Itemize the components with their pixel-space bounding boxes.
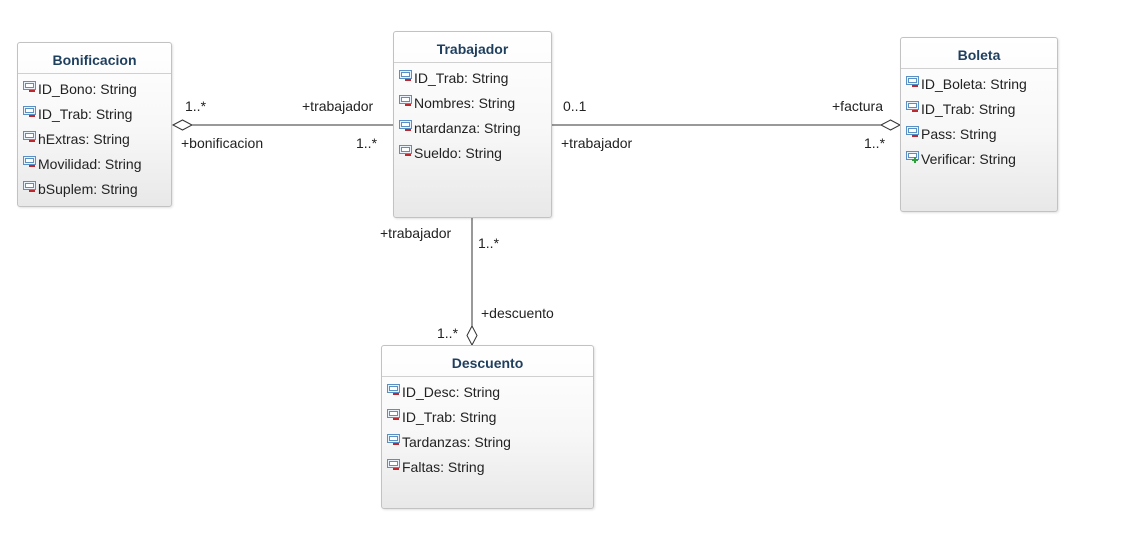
attribute-row[interactable]: ID_Bono: String bbox=[18, 77, 171, 102]
role-label-bonificacion: +bonificacion bbox=[181, 135, 264, 151]
private-attribute-icon bbox=[23, 177, 37, 201]
attribute-text: ID_Desc: String bbox=[402, 384, 501, 400]
attribute-row[interactable]: hExtras: String bbox=[18, 127, 171, 152]
attribute-text: ntardanza: String bbox=[414, 120, 521, 136]
attribute-row[interactable]: ntardanza: String bbox=[394, 116, 551, 141]
multiplicity-boleta-end: 1..* bbox=[864, 135, 886, 151]
attribute-text: ID_Boleta: String bbox=[921, 76, 1027, 92]
attribute-text: Tardanzas: String bbox=[402, 434, 511, 450]
role-label-trabajador-left: +trabajador bbox=[302, 98, 374, 114]
private-attribute-icon bbox=[399, 141, 413, 165]
multiplicity-trabajador-bottom: 1..* bbox=[478, 235, 500, 251]
attribute-row[interactable]: Nombres: String bbox=[394, 91, 551, 116]
attribute-text: hExtras: String bbox=[38, 131, 130, 147]
attribute-row[interactable]: ID_Trab: String bbox=[394, 66, 551, 91]
attribute-row[interactable]: ID_Boleta: String bbox=[901, 72, 1057, 97]
attribute-row[interactable]: ID_Trab: String bbox=[901, 97, 1057, 122]
private-attribute-icon bbox=[399, 66, 413, 90]
role-label-factura: +factura bbox=[832, 98, 883, 114]
private-attribute-icon bbox=[906, 97, 920, 121]
attribute-text: ID_Trab: String bbox=[921, 101, 1016, 117]
private-attribute-icon bbox=[387, 455, 401, 479]
attribute-text: ID_Trab: String bbox=[414, 70, 509, 86]
attribute-row[interactable]: Faltas: String bbox=[382, 455, 593, 480]
class-title-descuento: Descuento bbox=[382, 346, 593, 377]
attribute-row[interactable]: Pass: String bbox=[901, 122, 1057, 147]
role-label-descuento: +descuento bbox=[481, 305, 554, 321]
attribute-row[interactable]: ID_Trab: String bbox=[18, 102, 171, 127]
attribute-text: ID_Bono: String bbox=[38, 81, 137, 97]
attribute-text: bSuplem: String bbox=[38, 181, 138, 197]
attribute-row[interactable]: Tardanzas: String bbox=[382, 430, 593, 455]
private-attribute-icon bbox=[23, 127, 37, 151]
attribute-text: ID_Trab: String bbox=[402, 409, 497, 425]
private-attribute-icon bbox=[399, 116, 413, 140]
attribute-row[interactable]: ID_Desc: String bbox=[382, 380, 593, 405]
attribute-text: Movilidad: String bbox=[38, 156, 142, 172]
multiplicity-bonificacion-end: 1..* bbox=[185, 98, 207, 114]
private-attribute-icon bbox=[387, 430, 401, 454]
attribute-row[interactable]: Sueldo: String bbox=[394, 141, 551, 166]
public-attribute-icon bbox=[906, 147, 920, 171]
attribute-text: Pass: String bbox=[921, 126, 997, 142]
aggregation-diamond-bonificacion bbox=[171, 119, 194, 131]
attribute-row[interactable]: Verificar: String bbox=[901, 147, 1057, 172]
aggregation-diamond-boleta bbox=[879, 119, 902, 131]
class-title-bonificacion: Bonificacion bbox=[18, 43, 171, 74]
private-attribute-icon bbox=[23, 102, 37, 126]
attribute-text: Faltas: String bbox=[402, 459, 485, 475]
private-attribute-icon bbox=[906, 122, 920, 146]
attribute-text: Nombres: String bbox=[414, 95, 516, 111]
aggregation-diamond-descuento bbox=[466, 324, 478, 347]
class-title-boleta: Boleta bbox=[901, 38, 1057, 69]
attribute-text: Verificar: String bbox=[921, 151, 1016, 167]
private-attribute-icon bbox=[23, 152, 37, 176]
private-attribute-icon bbox=[387, 380, 401, 404]
attribute-text: Sueldo: String bbox=[414, 145, 502, 161]
private-attribute-icon bbox=[23, 77, 37, 101]
class-title-trabajador: Trabajador bbox=[394, 32, 551, 63]
private-attribute-icon bbox=[906, 72, 920, 96]
attribute-row[interactable]: bSuplem: String bbox=[18, 177, 171, 202]
attribute-row[interactable]: Movilidad: String bbox=[18, 152, 171, 177]
multiplicity-descuento-end: 1..* bbox=[437, 325, 459, 341]
multiplicity-trabajador-left: 1..* bbox=[356, 135, 378, 151]
private-attribute-icon bbox=[399, 91, 413, 115]
attribute-text: ID_Trab: String bbox=[38, 106, 133, 122]
attribute-row[interactable]: ID_Trab: String bbox=[382, 405, 593, 430]
private-attribute-icon bbox=[387, 405, 401, 429]
role-label-trabajador-bottom: +trabajador bbox=[380, 225, 452, 241]
role-label-trabajador-right: +trabajador bbox=[561, 135, 633, 151]
multiplicity-trabajador-right: 0..1 bbox=[563, 98, 587, 114]
